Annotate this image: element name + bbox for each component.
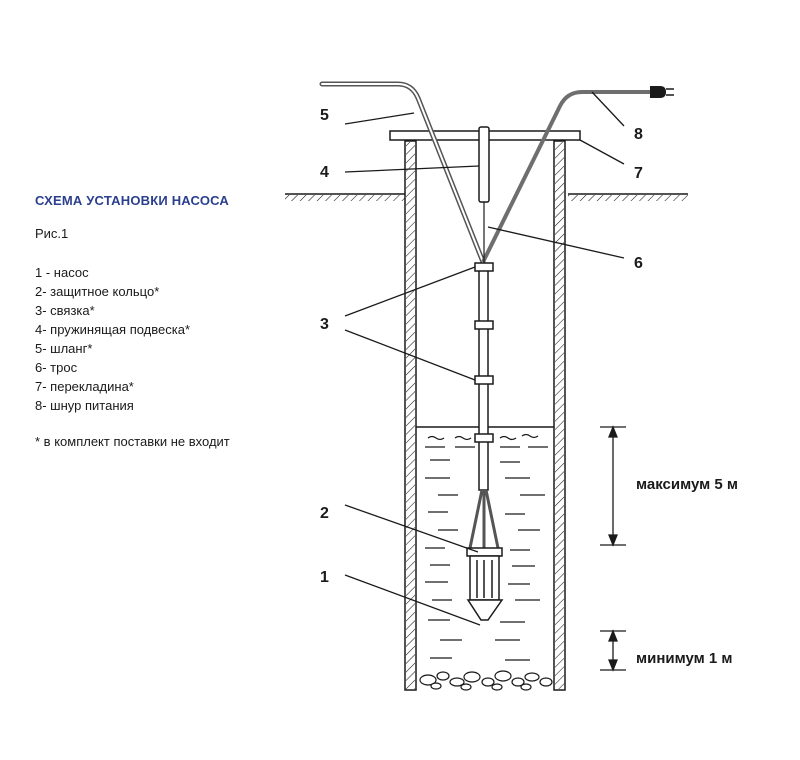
dimension-min <box>600 629 626 672</box>
pump <box>466 555 504 621</box>
callout-numbers: 1 2 3 4 5 6 7 8 <box>320 107 643 586</box>
legend-item-cable: 6- трос <box>35 360 78 375</box>
legend-item-tie: 3- связка* <box>35 303 95 318</box>
legend-item-crossbar: 7- перекладина* <box>35 379 134 394</box>
ground-surface <box>285 193 688 201</box>
dimension-max <box>600 425 626 547</box>
gravel-bottom <box>419 670 553 691</box>
well-casing <box>404 140 566 691</box>
legend-item-hose: 5- шланг* <box>35 341 93 356</box>
hose <box>319 81 486 265</box>
callout-3: 3 <box>320 316 329 333</box>
pump-hanger <box>468 489 500 549</box>
power-cord <box>481 86 674 263</box>
legend-item-protective-ring: 2- защитное кольцо* <box>35 284 160 299</box>
protective-ring <box>466 547 503 557</box>
legend-item-power-cord: 8- шнур питания <box>35 398 134 413</box>
callout-6: 6 <box>634 255 643 272</box>
leader-lines <box>344 91 625 626</box>
callout-2: 2 <box>320 505 329 522</box>
legend-list: 1 - насос 2- защитное кольцо* 3- связка*… <box>35 263 295 415</box>
dimension-min-label: минимум 1 м <box>636 650 733 667</box>
water <box>416 426 554 661</box>
legend-item-spring-suspension: 4- пружинящая подвеска* <box>35 322 191 337</box>
callout-1: 1 <box>320 569 329 586</box>
diagram-title: СХЕМА УСТАНОВКИ НАСОСА <box>35 193 229 208</box>
dimension-max-label: максимум 5 м <box>636 476 738 493</box>
callout-4: 4 <box>320 164 329 181</box>
legend-note: * в комплект поставки не входит <box>35 434 230 449</box>
callout-7: 7 <box>634 165 643 182</box>
callout-5: 5 <box>320 107 329 124</box>
figure-label: Рис.1 <box>35 226 69 241</box>
legend-item-pump: 1 - насос <box>35 265 89 280</box>
callout-8: 8 <box>634 126 643 143</box>
spring-suspension <box>478 126 490 203</box>
legend-panel: СХЕМА УСТАНОВКИ НАСОСА Рис.1 1 - насос 2… <box>35 193 295 449</box>
